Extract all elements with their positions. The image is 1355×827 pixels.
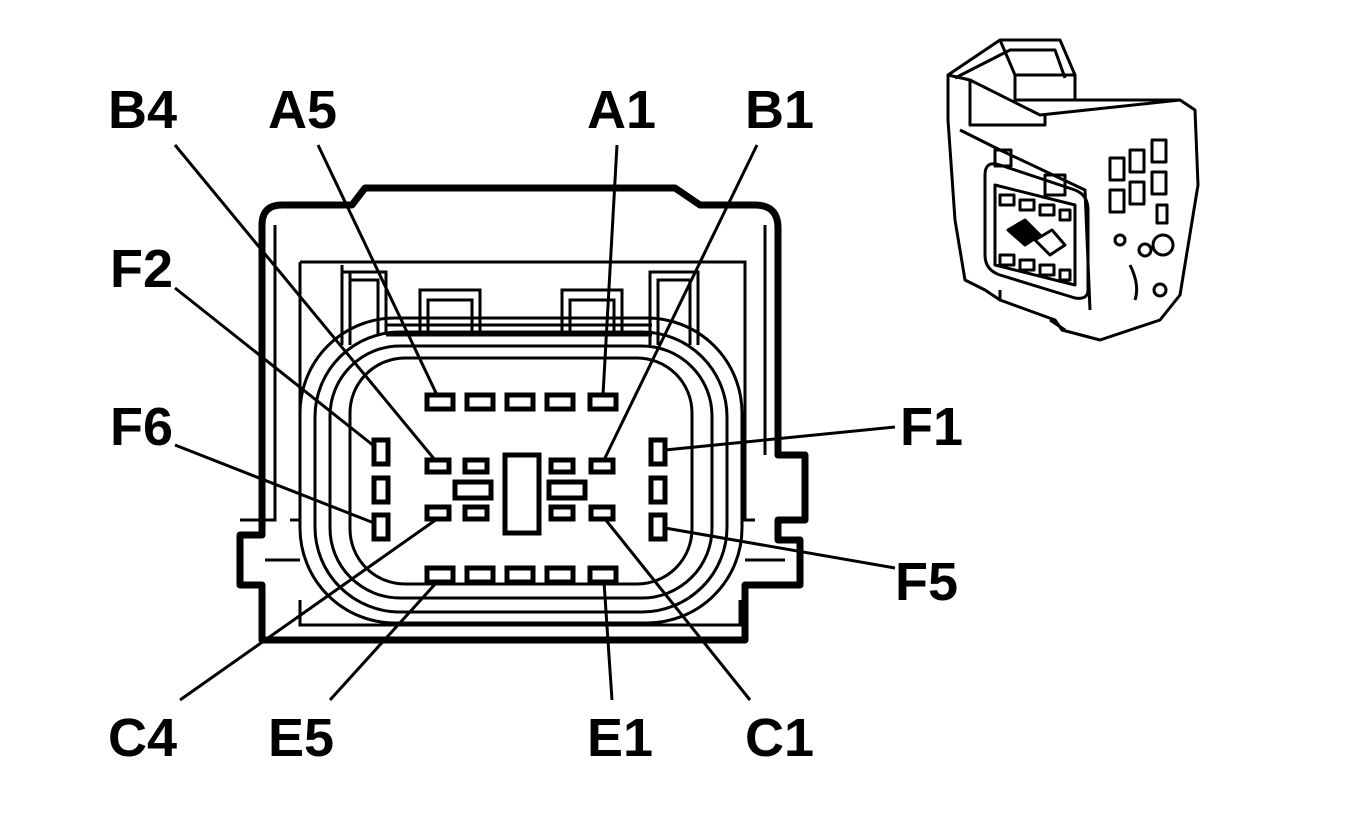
label-f5: F5	[895, 552, 958, 612]
label-f1: F1	[900, 397, 963, 457]
connector-isometric-view	[946, 38, 1200, 342]
label-f2: F2	[110, 239, 173, 299]
label-c1: C1	[745, 708, 814, 768]
label-f6: F6	[110, 397, 173, 457]
leader-lines	[173, 144, 896, 702]
leader-e1	[602, 581, 614, 701]
leader-c1	[603, 518, 752, 701]
pin-labels: B4 A5 A1 B1 F2 F6 F1 F5 C4 E5 E1 C1	[108, 80, 963, 768]
label-b4: B4	[108, 80, 177, 140]
leader-e5	[328, 580, 439, 702]
leader-c4	[179, 517, 438, 702]
label-c4: C4	[108, 708, 177, 768]
label-a1: A1	[587, 80, 656, 140]
leader-b1	[602, 144, 759, 461]
leader-a1	[601, 144, 619, 396]
leader-f2	[174, 286, 375, 448]
leader-f5	[664, 526, 896, 570]
label-a5: A5	[268, 80, 337, 140]
leader-f1	[664, 425, 896, 452]
label-b1: B1	[745, 80, 814, 140]
leader-b4	[173, 144, 437, 461]
leader-a5	[316, 144, 439, 396]
connector-face	[236, 184, 809, 644]
leader-f6	[174, 443, 375, 525]
label-e1: E1	[587, 708, 653, 768]
label-e5: E5	[268, 708, 334, 768]
